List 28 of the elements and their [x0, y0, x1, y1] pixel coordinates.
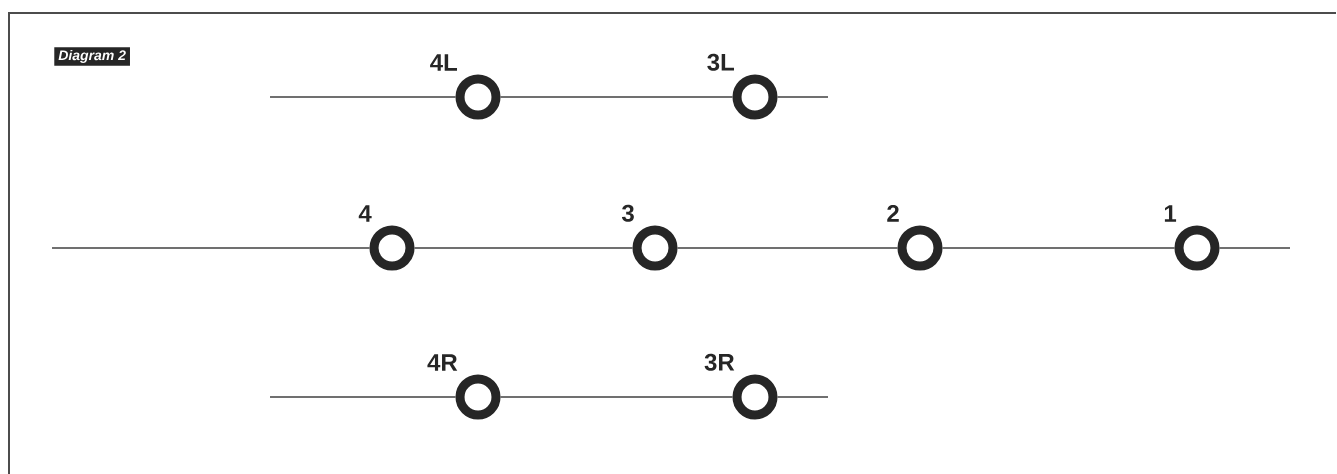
ring-marker: [897, 225, 943, 271]
node-label: 3R: [704, 353, 735, 371]
ring-marker: [455, 374, 501, 420]
node-label: 4L: [430, 54, 457, 71]
node-label: 2: [887, 204, 899, 222]
ring-marker: [732, 374, 778, 420]
node-label: 3: [621, 204, 634, 222]
line: [499, 96, 734, 98]
line: [413, 247, 634, 249]
ring-marker: [1174, 225, 1220, 271]
line: [676, 247, 899, 249]
node-label: 1: [1164, 205, 1177, 222]
node-label: 4R: [427, 354, 458, 371]
line: [269, 96, 457, 98]
ring-marker: [632, 225, 678, 271]
line: [1218, 247, 1291, 249]
line: [776, 96, 829, 98]
node-label: 4: [358, 205, 372, 222]
line: [776, 396, 829, 398]
line: [499, 396, 734, 398]
ring-marker: [369, 225, 415, 271]
title-label: Diagram 2: [54, 47, 130, 66]
ring-marker: [732, 74, 778, 120]
line: [51, 247, 371, 249]
ring-marker: [455, 74, 501, 120]
node-label: 3L: [707, 53, 734, 71]
line: [941, 247, 1176, 249]
line: [269, 396, 457, 398]
